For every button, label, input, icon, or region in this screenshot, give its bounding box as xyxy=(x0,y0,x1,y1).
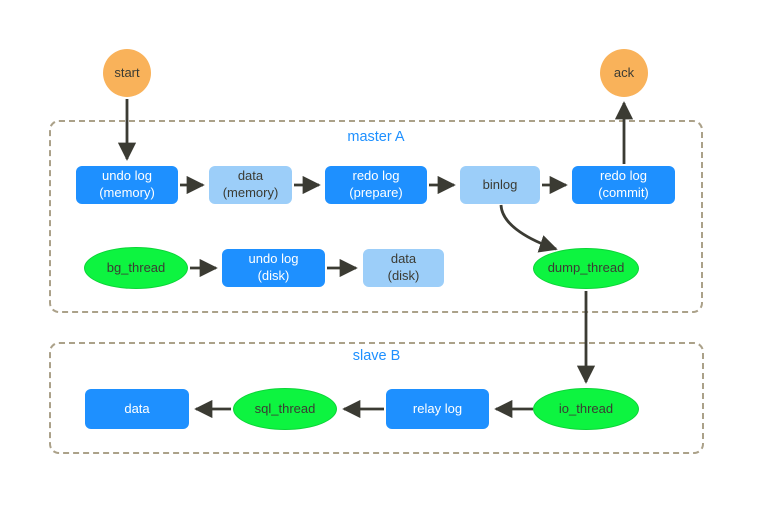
node-redo-log-prepare: redo log (prepare) xyxy=(325,166,427,204)
group-master-a: master A xyxy=(49,120,703,313)
group-slave-b: slave B xyxy=(49,342,704,454)
node-undo-log-memory: undo log (memory) xyxy=(76,166,178,204)
node-relay-log: relay log xyxy=(386,389,489,429)
node-data-disk: data (disk) xyxy=(363,249,444,287)
node-data-memory: data (memory) xyxy=(209,166,292,204)
node-undo-log-disk: undo log (disk) xyxy=(222,249,325,287)
node-binlog: binlog xyxy=(460,166,540,204)
node-data-slave: data xyxy=(85,389,189,429)
node-redo-log-commit: redo log (commit) xyxy=(572,166,675,204)
node-dump-thread: dump_thread xyxy=(533,248,639,289)
node-ack: ack xyxy=(600,49,648,97)
node-sql-thread: sql_thread xyxy=(233,388,337,430)
group-slave-b-label: slave B xyxy=(352,348,401,364)
node-io-thread: io_thread xyxy=(533,388,639,430)
group-master-a-label: master A xyxy=(347,129,405,145)
node-bg-thread: bg_thread xyxy=(84,247,188,289)
node-start: start xyxy=(103,49,151,97)
